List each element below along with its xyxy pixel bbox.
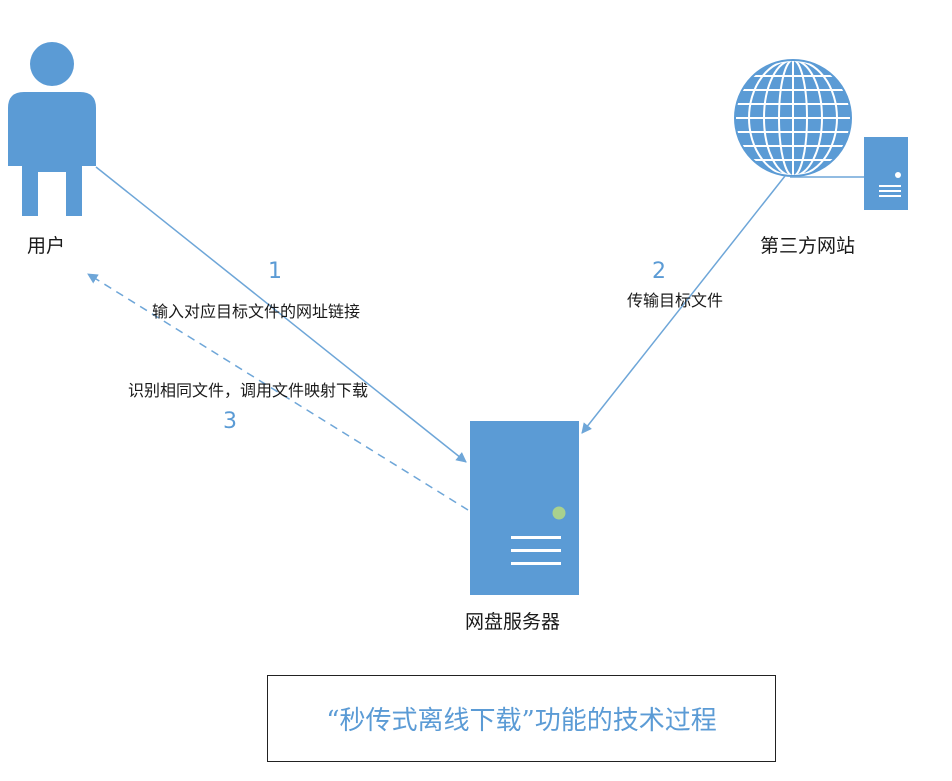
caption-box: “秒传式离线下载”功能的技术过程 bbox=[267, 675, 776, 762]
step-2-label: 传输目标文件 bbox=[627, 291, 723, 310]
step-2-number: 2 bbox=[652, 259, 666, 284]
server-icon bbox=[470, 421, 579, 595]
website-server-icon bbox=[864, 137, 908, 210]
step-3-number: 3 bbox=[223, 409, 237, 434]
arrow-step-3 bbox=[87, 273, 469, 511]
user-icon bbox=[8, 42, 96, 216]
website-label: 第三方网站 bbox=[760, 235, 855, 257]
globe-icon bbox=[734, 59, 852, 177]
arrow-step-1 bbox=[95, 166, 467, 463]
arrow-step-2 bbox=[581, 175, 786, 434]
step-1-number: 1 bbox=[268, 259, 282, 284]
server-label: 网盘服务器 bbox=[465, 611, 560, 633]
caption-text: “秒传式离线下载”功能的技术过程 bbox=[326, 706, 717, 736]
user-label: 用户 bbox=[27, 235, 65, 257]
step-1-label: 输入对应目标文件的网址链接 bbox=[152, 302, 360, 321]
step-3-label: 识别相同文件，调用文件映射下载 bbox=[128, 381, 368, 400]
